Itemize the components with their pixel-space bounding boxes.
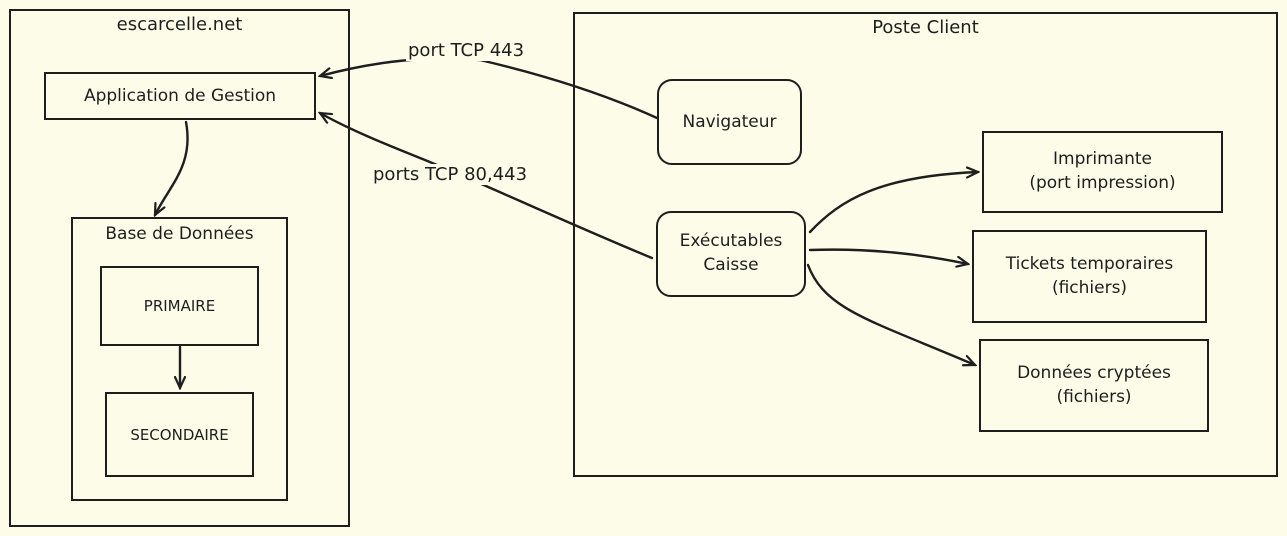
secondary-node-box bbox=[105, 392, 254, 477]
printer-line-1: Imprimante bbox=[1053, 149, 1152, 169]
arrow-exe-to-printer bbox=[808, 172, 978, 234]
encrypted-line-1: Données cryptées bbox=[1017, 363, 1171, 383]
executables-node-label: Exécutables Caisse bbox=[657, 229, 805, 277]
executables-line-2: Caisse bbox=[703, 255, 759, 275]
printer-node-label: Imprimante (port impression) bbox=[983, 147, 1222, 195]
encrypted-node-label: Données cryptées (fichiers) bbox=[980, 361, 1208, 409]
tickets-node-box bbox=[972, 230, 1207, 323]
tickets-line-2: (fichiers) bbox=[1051, 278, 1128, 298]
secondary-node-label: SECONDAIRE bbox=[130, 426, 229, 444]
edge-label-port-443: port TCP 443 bbox=[406, 40, 527, 61]
browser-node-box bbox=[657, 79, 802, 165]
primary-node-box bbox=[100, 266, 259, 346]
printer-node-box bbox=[982, 131, 1223, 213]
primary-node-label: PRIMAIRE bbox=[143, 297, 216, 315]
edge-label-ports-80-443: ports TCP 80,443 bbox=[371, 164, 530, 185]
database-container bbox=[71, 217, 288, 501]
arrow-exe-to-tickets bbox=[808, 248, 968, 264]
printer-line-2: (port impression) bbox=[1029, 173, 1176, 193]
executables-node-box bbox=[656, 211, 806, 297]
arrow-exe-to-app bbox=[320, 113, 654, 260]
tickets-line-1: Tickets temporaires bbox=[1005, 254, 1174, 274]
arrow-browser-to-app bbox=[320, 57, 659, 120]
arrow-app-to-db bbox=[153, 120, 189, 215]
client-container bbox=[573, 12, 1278, 477]
executables-line-1: Exécutables bbox=[679, 231, 783, 251]
browser-node-label: Navigateur bbox=[682, 112, 777, 132]
database-title: Base de Données bbox=[105, 224, 254, 244]
arrow-exe-to-encrypted bbox=[806, 263, 975, 365]
app-node-label: Application de Gestion bbox=[83, 86, 277, 106]
encrypted-node-box bbox=[979, 339, 1209, 432]
server-title: escarcelle.net bbox=[116, 14, 243, 35]
tickets-node-label: Tickets temporaires (fichiers) bbox=[973, 252, 1206, 300]
client-title: Poste Client bbox=[872, 17, 979, 38]
app-node-box bbox=[44, 72, 316, 120]
encrypted-line-2: (fichiers) bbox=[1056, 387, 1132, 407]
server-container bbox=[9, 9, 350, 527]
